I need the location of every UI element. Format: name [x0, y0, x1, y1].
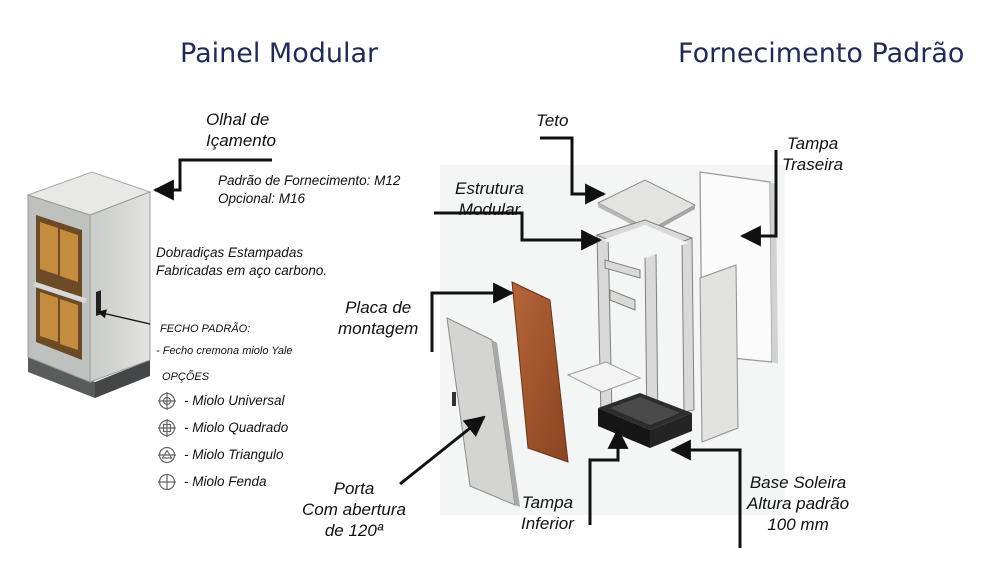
side-panel — [699, 264, 739, 443]
roof-label: Teto — [536, 111, 569, 130]
right-title: Fornecimento Padrão — [678, 38, 965, 69]
miolo-universal-icon — [158, 392, 176, 410]
door-panel — [446, 317, 520, 507]
miolo-triangulo-icon — [158, 446, 176, 464]
option-miolo-triangulo: - Miolo Triangulo — [184, 447, 284, 462]
miolo-quadrado-icon — [158, 419, 176, 437]
bottom-cover — [566, 361, 642, 393]
option-miolo-universal: - Miolo Universal — [184, 393, 285, 408]
standard-lock-title: FECHO PADRÃO: — [160, 323, 251, 335]
modular-panel-cabinet — [26, 171, 152, 398]
option-miolo-quadrado: - Miolo Quadrado — [184, 420, 289, 435]
left-leader-lines — [97, 158, 272, 325]
standard-lock-desc: - Fecho cremona miolo Yale — [156, 345, 293, 357]
mounting-plate — [511, 281, 569, 463]
right-leader-lines — [399, 136, 778, 548]
left-title: Painel Modular — [180, 38, 379, 69]
option-miolo-fenda: - Miolo Fenda — [184, 474, 267, 489]
options-title: OPÇÕES — [162, 371, 210, 383]
miolo-fenda-icon — [158, 473, 176, 491]
